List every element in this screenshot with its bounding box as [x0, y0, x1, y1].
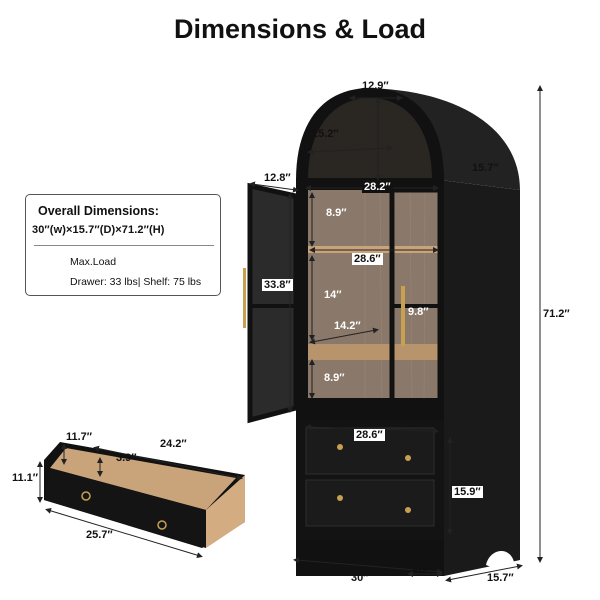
label-door-height: 33.8″ [262, 279, 293, 291]
left-glass-door [243, 182, 299, 424]
label-mid-gap-height: 14″ [324, 289, 342, 301]
label-arch-inner-width: 15.2″ [312, 128, 339, 140]
overall-dimensions-box: Overall Dimensions: 30″(w)×15.7″(D)×71.2… [25, 194, 221, 296]
page-title: Dimensions & Load [173, 14, 427, 44]
overall-dimensions-heading: Overall Dimensions: [38, 204, 159, 218]
label-base-width: 28.6″ [354, 429, 385, 441]
label-door-width: 12.8″ [264, 172, 291, 184]
label-overall-depth: 15.7″ [487, 572, 514, 584]
divider [34, 245, 214, 246]
label-bottom-gap: 8.9″ [324, 372, 345, 384]
overall-dimensions-value: 30″(w)×15.7″(D)×71.2″(H) [32, 224, 165, 236]
label-drawer-inner-height: 3.9″ [116, 452, 137, 464]
label-handle-length: 9.8″ [408, 306, 429, 318]
label-upper-inner-width: 28.2″ [362, 181, 393, 193]
label-total-height: 71.2″ [543, 308, 570, 320]
max-load-label: Max.Load [70, 256, 117, 268]
door-handle-right [401, 286, 405, 346]
label-foot-offset: 3.6″ [412, 562, 433, 574]
label-drawer-section-height: 15.9″ [452, 486, 483, 498]
label-top-shelf-gap: 8.9″ [326, 207, 347, 219]
label-drawer-depth-inner: 11.7″ [66, 431, 93, 443]
label-arch-top-width: 12.9″ [362, 80, 389, 92]
label-top-depth: 15.7″ [472, 162, 499, 174]
max-load-values: Drawer: 33 lbs| Shelf: 75 lbs [70, 276, 202, 288]
label-overall-width: 30″ [351, 572, 369, 584]
label-drawer-front-width: 25.7″ [86, 529, 113, 541]
label-drawer-length: 24.2″ [160, 438, 187, 450]
label-drawer-height: 11.1″ [12, 472, 39, 484]
label-mid-shelf-width: 28.6″ [352, 253, 383, 265]
door-handle-left [243, 268, 246, 328]
label-mid-depth: 14.2″ [334, 320, 361, 332]
